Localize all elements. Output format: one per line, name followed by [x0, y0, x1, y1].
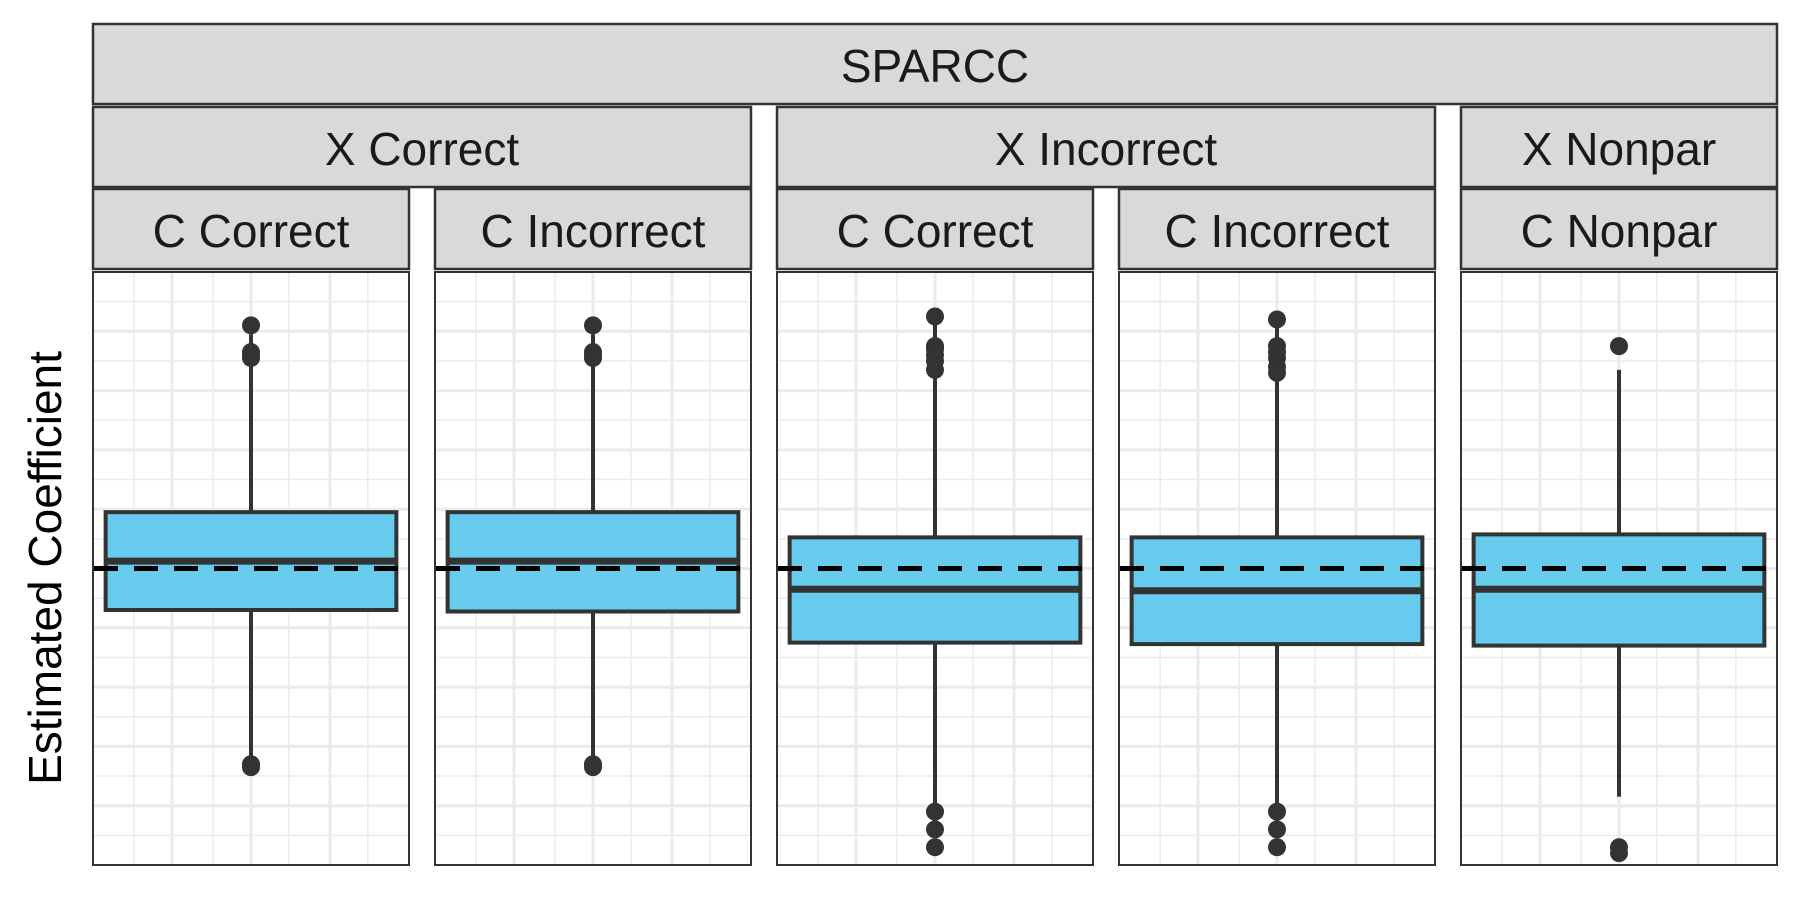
outlier-point [584, 758, 602, 777]
strip-top-label: SPARCC [841, 40, 1029, 92]
strip-x-label: X Correct [325, 123, 519, 175]
strip-x-label-box [775, 105, 1437, 189]
outlier-point [926, 360, 944, 379]
outlier-point [1610, 337, 1628, 356]
strip-x-label: X Nonpar [1522, 123, 1716, 175]
outlier-point [1268, 838, 1286, 857]
strip-c-label: C Correct [153, 205, 350, 257]
facet-panel [1118, 271, 1436, 866]
strip-x-label-box [1459, 105, 1779, 189]
strip-c-label-box [1117, 187, 1437, 271]
facet-panel [434, 271, 752, 866]
strip-c-label-box [91, 187, 411, 271]
outlier-point [926, 802, 944, 821]
outlier-point [242, 758, 260, 777]
facet-panels [92, 271, 1778, 866]
strip-c-label-box [775, 187, 1095, 271]
y-axis-label: Estimated Coefficient [19, 351, 71, 785]
outlier-point [1268, 820, 1286, 839]
outlier-point [1268, 310, 1286, 329]
facet-panel [1460, 271, 1778, 866]
outlier-point [242, 316, 260, 335]
facet-strips: SPARCC X Correct X Incorrect X Nonpar C Corr… [91, 22, 1779, 271]
strip-c-label: C Correct [837, 205, 1034, 257]
facet-panel [92, 271, 410, 866]
outlier-point [242, 348, 260, 367]
outlier-point [584, 316, 602, 335]
strip-c-label-box [1459, 187, 1779, 271]
facet-panel [776, 271, 1094, 866]
strip-c-label: C Incorrect [1165, 205, 1390, 257]
outlier-point [926, 307, 944, 326]
strip-c-label-box [433, 187, 753, 271]
strip-c-label: C Nonpar [1521, 205, 1718, 257]
outlier-point [1610, 844, 1628, 863]
outlier-point [584, 348, 602, 367]
strip-x-label-box [91, 105, 753, 189]
outlier-point [926, 820, 944, 839]
strip-top-label-box [91, 22, 1779, 106]
outlier-point [1268, 802, 1286, 821]
outlier-point [1268, 363, 1286, 382]
strip-c-label: C Incorrect [481, 205, 706, 257]
outlier-point [926, 838, 944, 857]
strip-x-label: X Incorrect [995, 123, 1218, 175]
